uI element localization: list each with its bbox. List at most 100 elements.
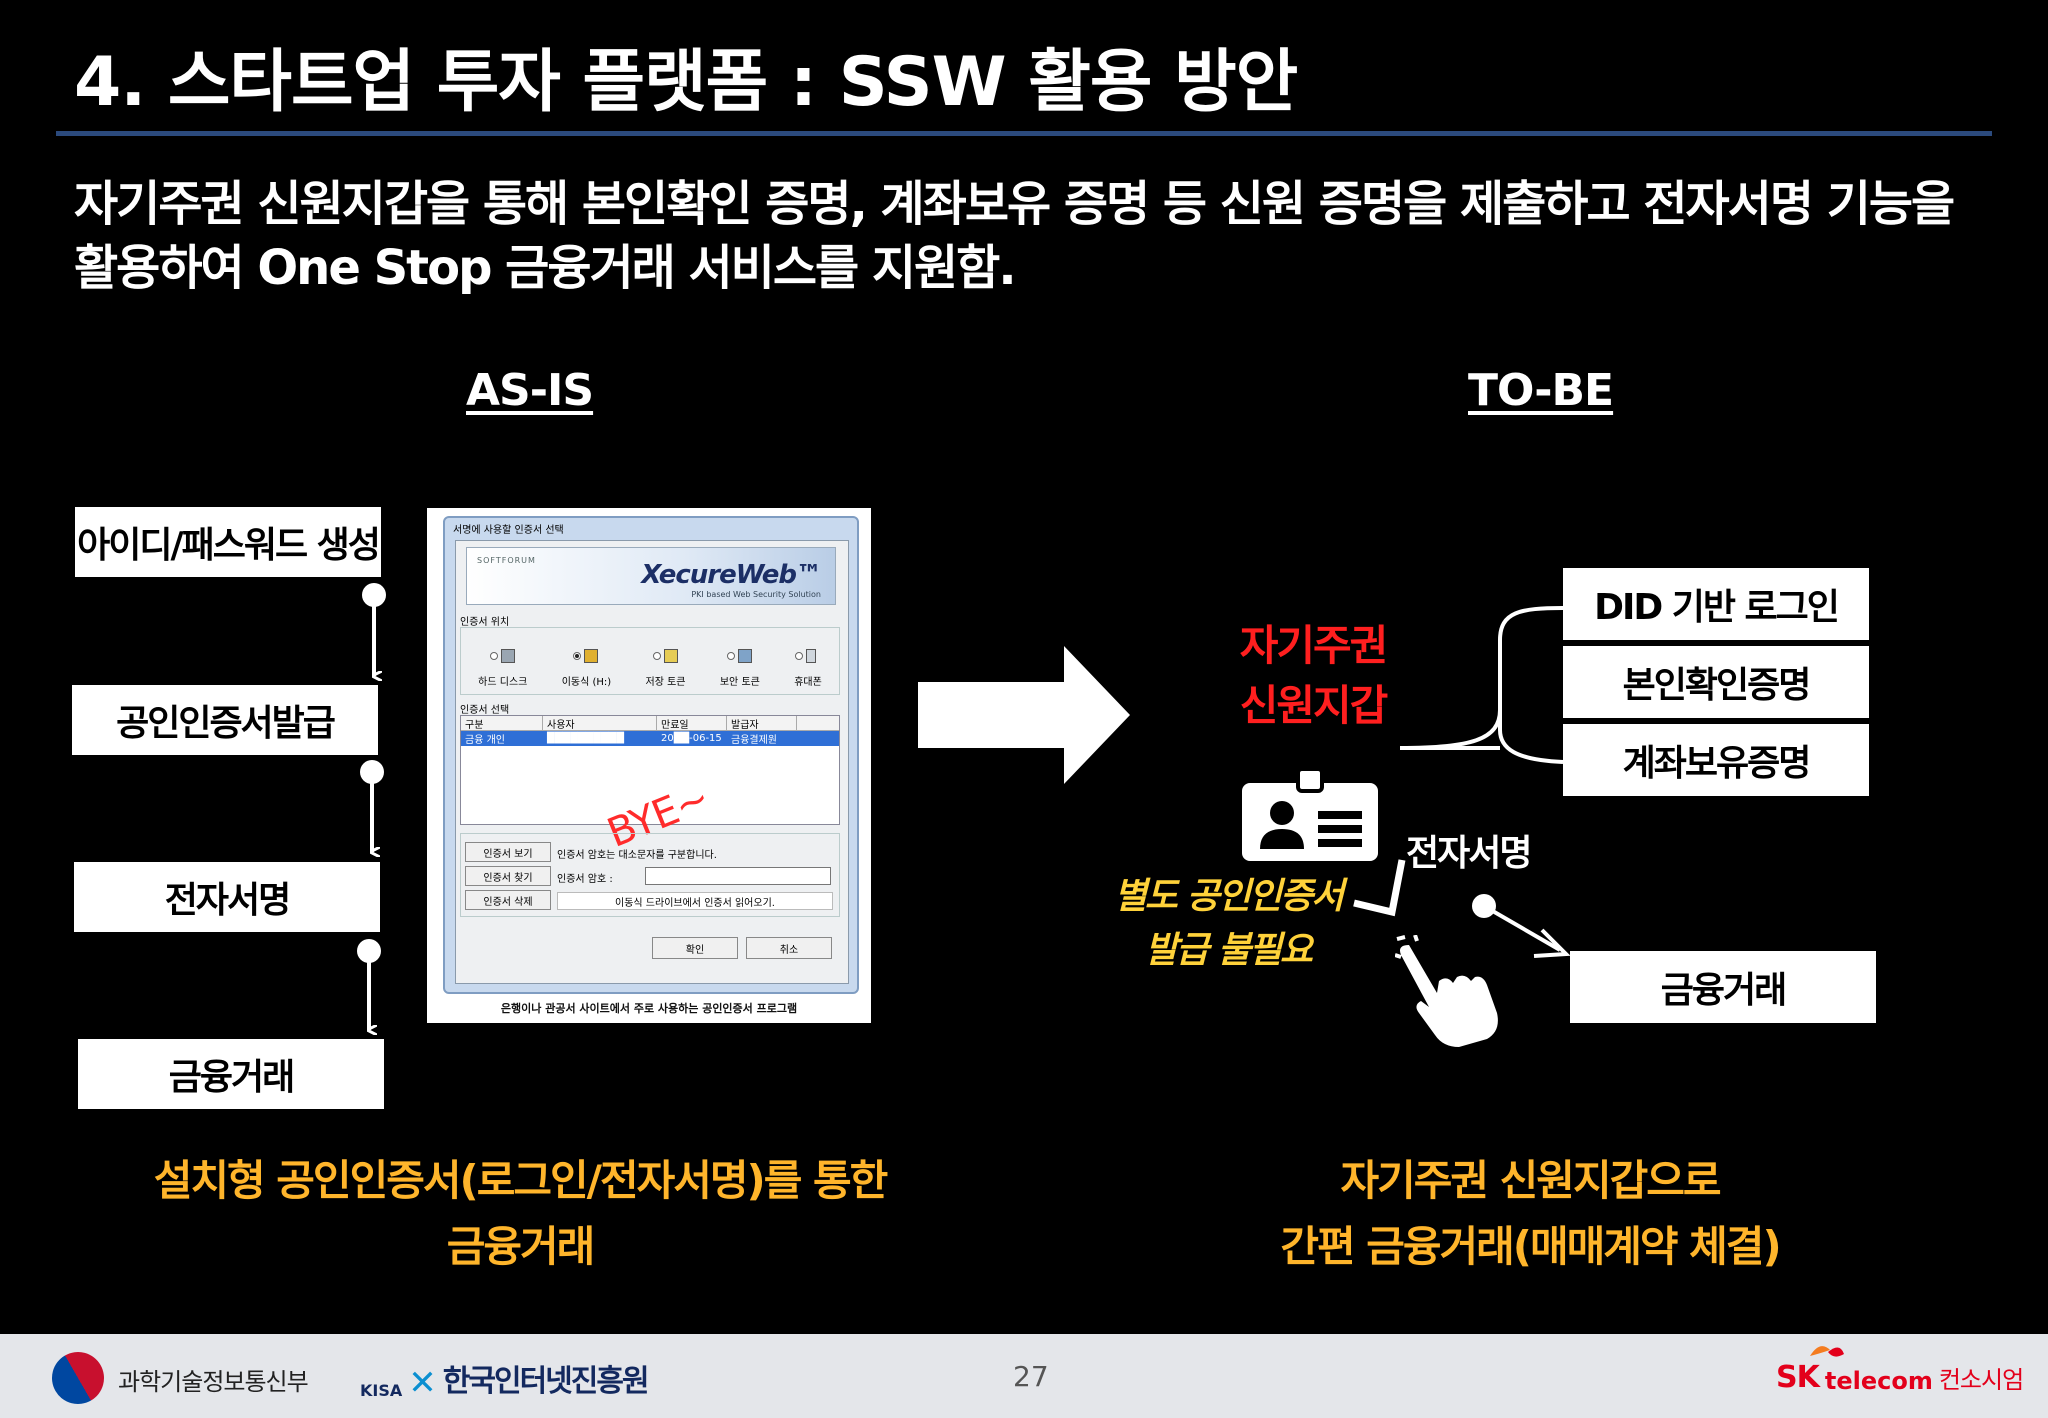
wallet-label-line2: 신원지갑 [1239, 681, 1389, 730]
to-be-caption-line1: 자기주권 신원지갑으로 [1340, 1156, 1721, 1205]
step-issue-certificate: 공인인증서발급 [72, 685, 378, 755]
brand-tagline: PKI based Web Security Solution [691, 590, 821, 599]
sk-telecom-text: telecom [1824, 1367, 1933, 1395]
location-label-phone: 휴대폰 [794, 677, 822, 688]
cert-list-row[interactable]: 금융 개인 ██████████ 20██-06-15 금융결제원 [461, 731, 839, 746]
title-divider [56, 131, 1992, 136]
location-label-security-token: 보안 토큰 [719, 677, 760, 688]
security-token-icon [737, 649, 752, 663]
kisa-x-icon: ✕ [408, 1363, 437, 1403]
identity-proof-box: 본인확인증명 [1563, 646, 1869, 718]
kisa-name: 한국인터넷진흥원 [442, 1364, 650, 1399]
did-login-box: DID 기반 로그인 [1563, 568, 1869, 640]
screenshot-caption: 은행이나 관공서 사이트에서 주로 사용하는 공인인증서 프로그램 [500, 1002, 798, 1015]
cert-dialog-body: SOFTFORUM XecureWeb™ PKI based Web Secur… [455, 540, 849, 984]
wallet-label-line1: 자기주권 [1239, 621, 1389, 670]
as-is-heading: AS-IS [466, 365, 594, 416]
password-label: 인증서 암호 : [557, 874, 613, 885]
financial-transaction-box: 금융거래 [1570, 951, 1876, 1023]
location-label-hdd: 하드 디스크 [478, 677, 528, 688]
as-is-caption: 설치형 공인인증서(로그인/전자서명)를 통한 금융거래 [120, 1148, 920, 1280]
consortium-text: 컨소시엄 [1938, 1366, 2024, 1394]
to-be-caption: 자기주권 신원지갑으로 간편 금융거래(매매계약 체결) [1220, 1148, 1840, 1280]
location-label-storage-token: 저장 토큰 [645, 677, 686, 688]
location-options: 하드 디스크 이동식 (H:) 저장 토큰 보안 토큰 휴대폰 [460, 627, 840, 695]
cert-list-header: 구분 사용자 만료일 발급자 [461, 716, 839, 731]
usb-drive-icon [584, 649, 599, 663]
arrow-right-icon [918, 646, 1130, 784]
location-security-token[interactable]: 보안 토큰 [720, 645, 760, 688]
check-mark-icon [1353, 859, 1406, 917]
sk-telecom-logo: SK telecom 컨소시엄 [1776, 1360, 2024, 1395]
kisa-logo: KISA ✕ 한국인터넷진흥원 [360, 1356, 650, 1403]
footer-bar: 과학기술정보통신부 KISA ✕ 한국인터넷진흥원 27 SK telecom … [0, 1334, 2048, 1418]
location-label: 인증서 위치 [460, 617, 510, 628]
find-cert-button[interactable]: 인증서 찾기 [465, 866, 551, 886]
ministry-name: 과학기술정보통신부 [118, 1368, 309, 1396]
col-type: 구분 [461, 716, 543, 731]
cell-issuer: 금융결제원 [731, 735, 777, 746]
ok-button[interactable]: 확인 [652, 937, 738, 959]
step-financial-transaction: 금융거래 [78, 1039, 384, 1109]
radio-icon [726, 652, 735, 660]
digital-signature-label: 전자서명 [1406, 833, 1532, 874]
flow-arrow-1 [362, 583, 386, 676]
cert-actions: 인증서 보기 인증서 찾기 인증서 삭제 인증서 암호는 대소문자를 구분합니다… [460, 833, 840, 917]
case-sensitive-note: 인증서 암호는 대소문자를 구분합니다. [557, 850, 717, 861]
step-create-id-password: 아이디/패스워드 생성 [75, 507, 381, 577]
drive-read-message: 이동식 드라이브에서 인증서 읽어오기. [557, 892, 833, 910]
hard-disk-icon [500, 649, 515, 663]
cell-user: ██████████ [547, 733, 624, 744]
sk-mark: SK [1776, 1360, 1820, 1395]
no-certificate-note: 별도 공인인증서 발급 불필요 [1098, 870, 1358, 978]
location-removable[interactable]: 이동식 (H:) [562, 645, 611, 688]
location-storage-token[interactable]: 저장 토큰 [646, 645, 686, 688]
col-expiry: 만료일 [657, 716, 727, 731]
to-be-caption-line2: 간편 금융거래(매매계약 체결) [1280, 1222, 1781, 1271]
certificate-program-screenshot: 서명에 사용할 인증서 선택 SOFTFORUM XecureWeb™ PKI … [427, 508, 871, 1023]
intro-text: 자기주권 신원지갑을 통해 본인확인 증명, 계좌보유 증명 등 신원 증명을 … [74, 176, 1955, 296]
location-label-removable: 이동식 (H:) [561, 677, 612, 688]
page-number: 27 [1013, 1360, 1049, 1393]
as-is-caption-line1: 설치형 공인인증서(로그인/전자서명)를 통한 [153, 1156, 889, 1205]
flow-arrow-2 [360, 760, 384, 852]
account-proof-box: 계좌보유증명 [1563, 724, 1869, 796]
radio-icon [794, 652, 803, 660]
taegeuk-emblem-icon [42, 1342, 114, 1414]
cert-dialog-frame: 서명에 사용할 인증서 선택 SOFTFORUM XecureWeb™ PKI … [443, 516, 859, 994]
no-cert-line1: 별도 공인인증서 [1113, 876, 1344, 917]
id-badge-icon [1242, 769, 1378, 861]
cell-expiry: 20██-06-15 [661, 733, 722, 744]
col-user: 사용자 [543, 716, 657, 731]
vendor-label: SOFTFORUM [477, 556, 536, 565]
sk-butterfly-icon [1810, 1346, 1844, 1357]
cancel-button[interactable]: 취소 [746, 937, 832, 959]
location-phone[interactable]: 휴대폰 [794, 645, 822, 688]
delete-cert-button[interactable]: 인증서 삭제 [465, 890, 551, 910]
self-sovereign-wallet-label: 자기주권 신원지갑 [1218, 616, 1408, 736]
slide-title: 4. 스타트업 투자 플랫폼 : SSW 활용 방안 [74, 43, 1298, 122]
pointing-hand-icon [1395, 935, 1498, 1047]
no-cert-line2: 발급 불필요 [1144, 930, 1313, 971]
kisa-mark: KISA [360, 1381, 403, 1400]
phone-icon [805, 649, 816, 663]
cert-list: 구분 사용자 만료일 발급자 금융 개인 ██████████ 20██-06-… [460, 715, 840, 825]
view-cert-button[interactable]: 인증서 보기 [465, 842, 551, 862]
location-hard-disk[interactable]: 하드 디스크 [478, 645, 527, 688]
cert-select-label: 인증서 선택 [460, 705, 510, 716]
col-issuer: 발급자 [727, 716, 797, 731]
cert-dialog-title: 서명에 사용할 인증서 선택 [453, 525, 564, 536]
cell-type: 금융 개인 [465, 735, 505, 746]
as-is-caption-line2: 금융거래 [446, 1222, 596, 1271]
radio-icon [652, 652, 661, 660]
password-field[interactable] [645, 867, 831, 885]
step-digital-signature: 전자서명 [74, 862, 380, 932]
to-be-bracket [1399, 606, 1564, 764]
xecureweb-logo: XecureWeb™ [641, 560, 822, 590]
storage-token-icon [663, 649, 678, 663]
radio-selected-icon [573, 652, 582, 660]
radio-icon [489, 652, 498, 660]
flow-arrow-3 [357, 939, 381, 1030]
to-be-heading: TO-BE [1468, 365, 1614, 416]
xecureweb-banner: SOFTFORUM XecureWeb™ PKI based Web Secur… [466, 547, 836, 605]
